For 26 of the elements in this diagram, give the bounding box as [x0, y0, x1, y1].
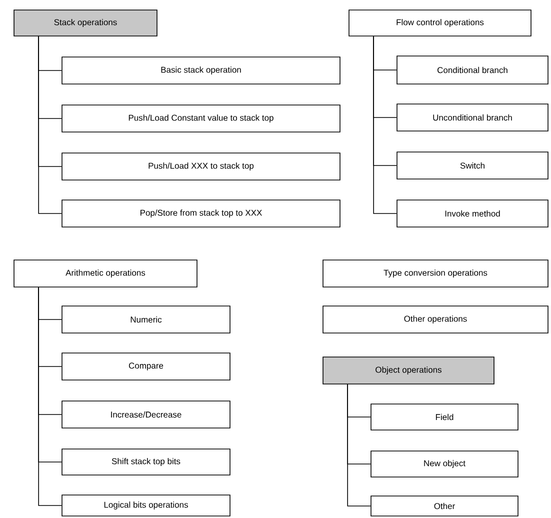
tree-connector	[373, 36, 397, 214]
category-box: Arithmetic operations	[14, 260, 198, 288]
operation-box: Compare	[62, 352, 230, 380]
category-box: Object operations	[322, 356, 494, 384]
operation-box: Pop/Store from stack top to XXX	[62, 200, 340, 228]
operation-box: Push/Load Constant value to stack top	[62, 104, 340, 132]
operation-box: Shift stack top bits	[62, 448, 230, 476]
operation-box: Switch	[396, 152, 548, 180]
tree-connector	[38, 287, 62, 506]
category-box: Stack operations	[14, 10, 158, 36]
category-box: Flow control operations	[348, 10, 532, 36]
operation-box: Conditional branch	[396, 56, 548, 84]
category-box: Type conversion operations	[322, 260, 548, 288]
tree-connector	[38, 36, 62, 214]
operation-box: Push/Load XXX to stack top	[62, 152, 340, 180]
operation-box: Unconditional branch	[396, 104, 548, 132]
operation-box: Other	[370, 496, 518, 516]
operation-box: Logical bits operations	[62, 494, 230, 516]
operation-box: Invoke method	[396, 200, 548, 228]
operation-box: Field	[370, 404, 518, 430]
operation-box: New object	[370, 450, 518, 478]
operation-box: Basic stack operation	[62, 56, 340, 84]
category-box: Other operations	[322, 306, 548, 334]
operation-box: Increase/Decrease	[62, 400, 230, 428]
operation-box: Numeric	[62, 306, 230, 334]
tree-connector	[347, 384, 371, 506]
